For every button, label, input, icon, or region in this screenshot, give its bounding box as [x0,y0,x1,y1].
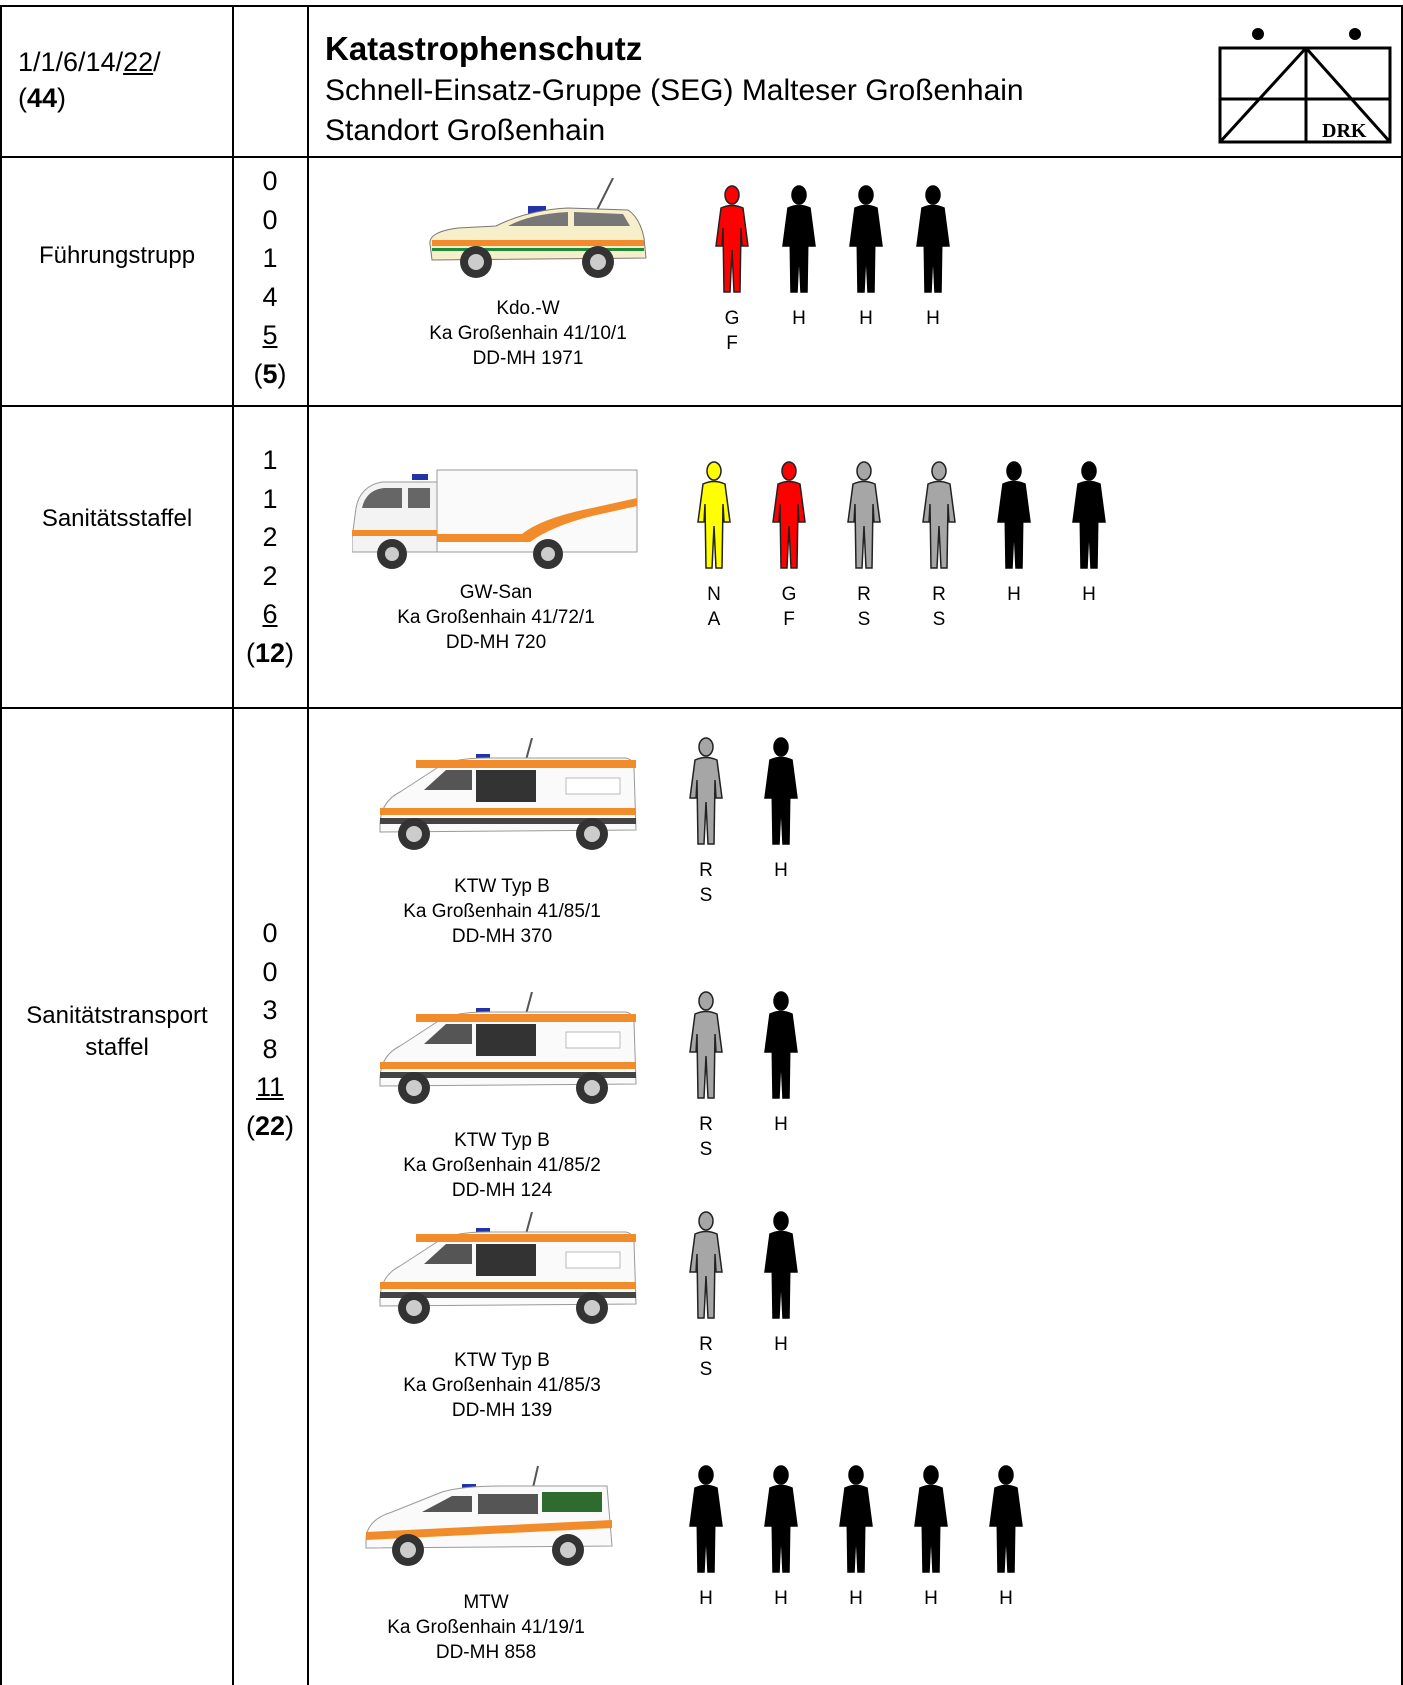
person-icon [714,184,750,301]
person-icon [838,1464,874,1581]
person-icon [996,460,1032,577]
crew-role-label: H [774,1114,788,1135]
page-subtitle: Schnell-Einsatz-Gruppe (SEG) Malteser Gr… [325,74,1024,107]
unit-name-sanitaetsstaffel: Sanitätsstaffel [41,505,193,532]
person-icon [988,1464,1024,1581]
vehicle-caption: Kdo.-W Ka Großenhain 41/10/1 DD-MH 1971 [429,298,627,369]
person-icon [915,184,951,301]
ambulance-van-icon [376,1211,641,1335]
crew-role-label: H [792,308,806,329]
location-subtitle: Standort Großenhain [325,114,606,147]
crew-role-label: H [699,1588,713,1609]
unit-strength-sanitaetsstaffel: 1 1 2 2 6 (12) [245,445,295,668]
crew-role-label: H [859,308,873,329]
person-icon [763,736,799,853]
box-truck-icon [351,468,642,578]
crew-role-label: H [999,1588,1013,1609]
ambulance-van-icon [376,737,641,861]
unit-name-sanitaetstransportstaffel: Sanitätstransport staffel [26,1002,208,1061]
column-divider-1 [232,5,234,1685]
row-divider-2 [0,405,1403,407]
unit-name-fuehrungstrupp: Führungstrupp [38,242,196,269]
person-icon [781,184,817,301]
table-border-left [0,5,2,1685]
strength-total: 44 [27,83,58,113]
drk-logo-text: DRK [1322,120,1367,142]
minibus-icon [362,1462,622,1577]
person-icon [688,736,724,853]
crew-role-label: H [1082,584,1096,605]
unit-strength-fuehrungstrupp: 0 0 1 4 5 (5) [253,166,287,389]
drk-logo: DRK [1218,24,1394,146]
person-icon [848,184,884,301]
crew-role-label: H [774,1588,788,1609]
person-icon [771,460,807,577]
strength-formula: 1/1/6/14/22/ (44) [18,47,161,113]
crew-role-label: H [849,1588,863,1609]
person-icon [913,1464,949,1581]
page-title: Katastrophenschutz [325,30,643,67]
row-divider-3 [0,707,1403,709]
table-border-right [1401,5,1403,1685]
person-icon [846,460,882,577]
person-icon [688,990,724,1107]
crew-role-label: H [774,1334,788,1355]
person-icon [688,1210,724,1327]
person-icon [763,1210,799,1327]
ambulance-van-icon [376,991,641,1115]
crew-role-label: H [924,1588,938,1609]
crew-role-label: H [1007,584,1021,605]
person-icon [1071,460,1107,577]
command-car-icon [418,177,653,293]
crew-role-label: H [774,860,788,881]
person-icon [696,460,732,577]
crew-role-label: H [926,308,940,329]
person-icon [921,460,957,577]
unit-strength-sanitaetstransportstaffel: 0 0 3 8 11 (22) [245,918,295,1141]
person-icon [763,990,799,1107]
person-icon [688,1464,724,1581]
vehicle-caption: GW-San Ka Großenhain 41/72/1 DD-MH 720 [397,582,595,653]
person-icon [763,1464,799,1581]
row-divider-1 [0,156,1403,158]
table-border-top [0,5,1403,7]
column-divider-2 [307,5,309,1685]
